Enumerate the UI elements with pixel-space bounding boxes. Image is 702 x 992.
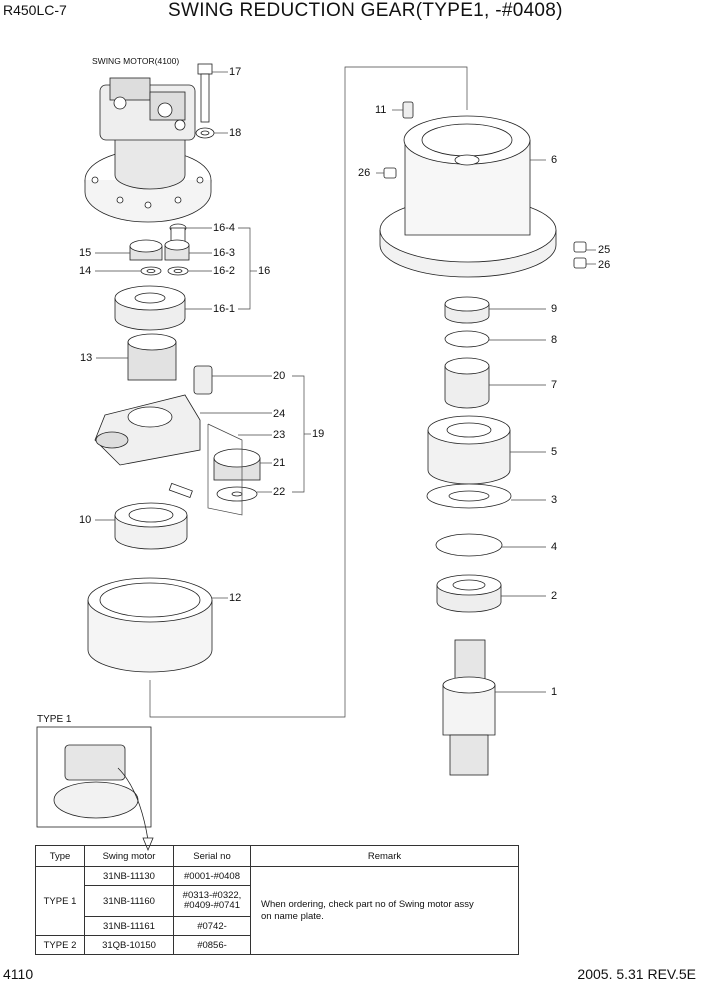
table-header-row: Type Swing motor Serial no Remark [35, 845, 519, 867]
type-cell: TYPE 2 [35, 935, 85, 955]
page-title: SWING REDUCTION GEAR(TYPE1, -#0408) [168, 0, 563, 21]
callout-16-4: 16-4 [213, 222, 236, 234]
swing-motor-cell: 31NB-11160 [84, 885, 174, 917]
callout-9: 9 [551, 303, 558, 315]
col-serial-header: Serial no [173, 845, 251, 867]
callout-7: 7 [551, 379, 558, 391]
callout-16-3: 16-3 [213, 247, 236, 259]
callout-14: 14 [79, 265, 92, 277]
page-number: 4110 [3, 966, 34, 982]
type-cell: TYPE 1 [35, 866, 85, 936]
callout-16-2: 16-2 [213, 265, 236, 277]
callout-4: 4 [551, 541, 558, 553]
callout-25: 25 [598, 244, 611, 256]
remark-line-2: on name plate. [261, 910, 324, 922]
swing-motor-cell: 31QB-10150 [84, 935, 174, 955]
callout-23: 23 [273, 429, 286, 441]
serial-cell: #0856- [173, 935, 251, 955]
callout-18: 18 [229, 127, 242, 139]
serial-cell: #0001-#0408 [173, 866, 251, 886]
swing-motor-drawing [84, 77, 212, 223]
swing-motor-cell: 31NB-11130 [84, 866, 174, 886]
callout-17: 17 [229, 66, 242, 78]
model-code: R450LC-7 [3, 2, 67, 18]
col-swing-motor-header: Swing motor [84, 845, 174, 867]
serial-cell: #0313-#0322, #0409-#0741 [173, 885, 251, 917]
callout-1: 1 [551, 686, 558, 698]
callout-22: 22 [273, 486, 286, 498]
callout-26-upper: 26 [358, 167, 371, 179]
table-row: TYPE 2 31QB-10150 #0856- [35, 935, 519, 955]
callout-26-lower: 26 [598, 259, 611, 271]
date-revision: 2005. 5.31 REV.5E [577, 966, 696, 982]
callout-12: 12 [229, 592, 242, 604]
swing-motor-type-table: Type Swing motor Serial no Remark TYPE 1… [35, 845, 519, 955]
callout-21: 21 [273, 457, 286, 469]
callout-5: 5 [551, 446, 558, 458]
callout-6: 6 [551, 154, 558, 166]
callout-20: 20 [273, 370, 286, 382]
col-remark-header: Remark [250, 845, 519, 867]
table-row: TYPE 1 31NB-11130 #0001-#0408 When order… [35, 866, 519, 955]
callout-8: 8 [551, 334, 558, 346]
callout-19: 19 [312, 428, 325, 440]
table-row: 31NB-11161 #0742- [36, 916, 519, 936]
serial-cell: #0742- [173, 916, 251, 936]
swing-motor-cell: 31NB-11161 [84, 916, 174, 936]
callout-11: 11 [375, 104, 387, 116]
callout-16: 16 [258, 265, 271, 277]
callout-3: 3 [551, 494, 558, 506]
callout-15: 15 [79, 247, 92, 259]
serial-line-1: #0313-#0322, [182, 890, 242, 901]
serial-line-2: #0409-#0741 [184, 900, 240, 911]
callout-24: 24 [273, 408, 286, 420]
callout-16-1: 16-1 [213, 303, 236, 315]
type1-inset-label: TYPE 1 [37, 714, 72, 725]
callout-13: 13 [80, 352, 93, 364]
swing-motor-label: SWING MOTOR(4100) [92, 56, 180, 66]
callout-10: 10 [79, 514, 92, 526]
remark-line-1: When ordering, check part no of Swing mo… [261, 898, 474, 910]
callout-2: 2 [551, 590, 558, 602]
remark-cell: When ordering, check part no of Swing mo… [250, 866, 519, 955]
col-type-header: Type [35, 845, 85, 867]
table-row: 31NB-11160 #0313-#0322, #0409-#0741 [36, 885, 519, 917]
